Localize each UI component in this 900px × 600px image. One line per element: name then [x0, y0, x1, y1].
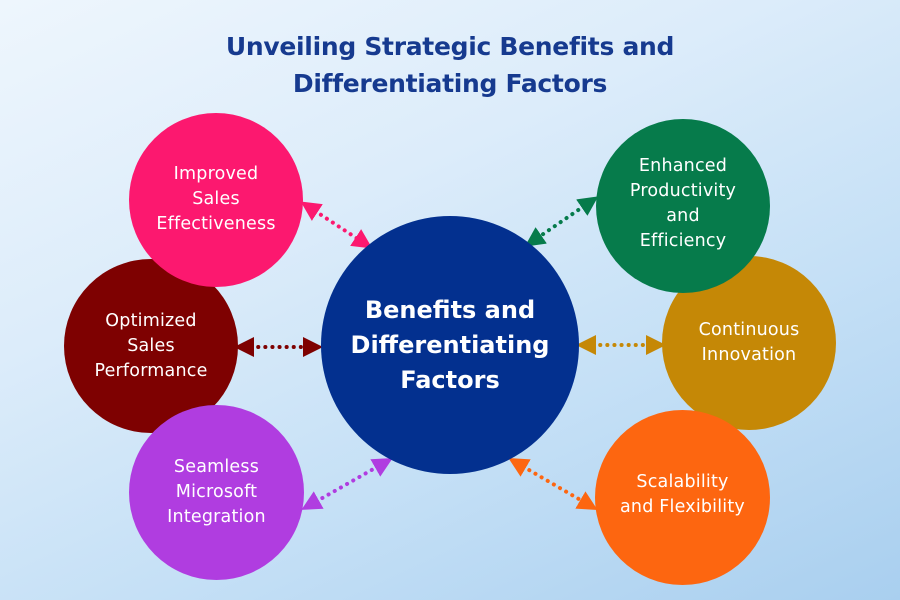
- node-label-line: Sales: [127, 335, 175, 356]
- center-label-line: Benefits and: [364, 295, 536, 324]
- node-label: Improved Sales Effectiveness: [156, 162, 275, 237]
- connector-improved-sales: [300, 201, 373, 249]
- node-label-line: Continuous: [698, 320, 800, 340]
- node-label-line: Scalability: [636, 471, 729, 492]
- node-enhanced-productivity-efficiency: Enhanced Productivity and Efficiency: [596, 119, 770, 293]
- node-label-line: Optimized: [105, 310, 197, 331]
- node-label-line: Microsoft: [175, 482, 258, 502]
- node-label-line: Productivity: [629, 181, 737, 201]
- center-label-line: Factors: [400, 365, 500, 394]
- diagram-title: Unveiling Strategic Benefits and Differe…: [0, 28, 900, 102]
- node-label-line: Efficiency: [639, 231, 727, 251]
- node-label: Seamless Microsoft Integration: [167, 455, 266, 530]
- node-scalability-flexibility: Scalability and Flexibility: [595, 410, 770, 585]
- node-label-line: Integration: [167, 507, 266, 527]
- node-label: Continuous Innovation: [699, 318, 800, 368]
- node-label: Scalability and Flexibility: [620, 470, 745, 520]
- node-label-line: and: [666, 206, 700, 226]
- node-seamless-microsoft-integration: Seamless Microsoft Integration: [129, 405, 304, 580]
- node-label: Optimized Sales Performance: [94, 309, 207, 384]
- connector-scalability: [508, 457, 598, 511]
- node-label-line: Sales: [192, 188, 240, 209]
- title-line-2: Differentiating Factors: [292, 69, 608, 98]
- connector-seamless-integration: [301, 458, 393, 510]
- connector-enhanced-productivity: [524, 196, 599, 247]
- node-optimized-sales-performance: Optimized Sales Performance: [64, 259, 238, 433]
- node-label-line: Improved: [173, 163, 259, 184]
- title-line-1: Unveiling Strategic Benefits and: [225, 32, 675, 61]
- node-label: Enhanced Productivity and Efficiency: [630, 154, 736, 254]
- node-label-line: and Flexibility: [619, 496, 745, 517]
- node-label-line: Innovation: [701, 345, 797, 365]
- node-label-line: Effectiveness: [156, 213, 276, 234]
- node-label-line: Performance: [94, 360, 208, 381]
- center-node: Benefits and Differentiating Factors: [321, 216, 579, 474]
- node-label-line: Seamless: [173, 457, 260, 477]
- node-improved-sales-effectiveness: Improved Sales Effectiveness: [129, 113, 303, 287]
- center-node-label: Benefits and Differentiating Factors: [351, 293, 550, 398]
- center-label-line: Differentiating: [350, 330, 550, 359]
- node-label-line: Enhanced: [638, 156, 728, 176]
